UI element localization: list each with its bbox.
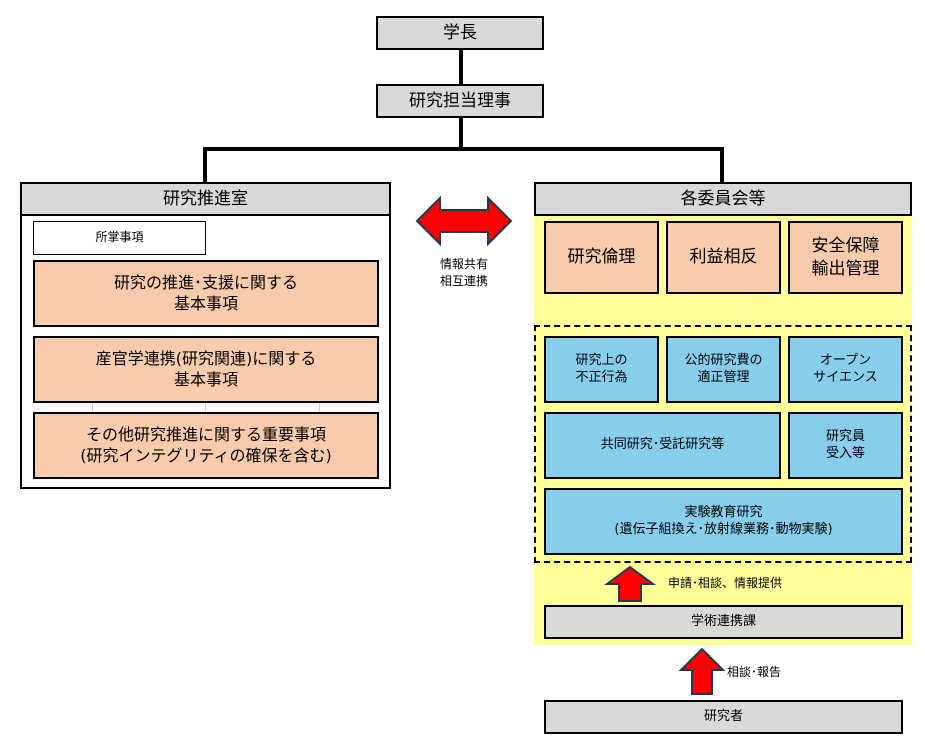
duty-item: 産官学連携(研究関連)に関する 基本事項	[33, 336, 379, 403]
exchange-label: 情報共有 相互連携	[439, 257, 488, 288]
up-arrow-shape	[678, 647, 726, 695]
area-box-joint-research: 共同研究･受託研究等	[544, 412, 781, 479]
duty-item: 研究の推進･支援に関する 基本事項	[33, 260, 379, 327]
connector-line	[459, 118, 463, 151]
connector-line-right	[720, 147, 724, 183]
up-arrow-icon	[603, 565, 657, 602]
duty-item-text: その他研究推進に関する重要事項 (研究インテグリティの確保を含む)	[80, 424, 332, 465]
area-label: 研究上の 不正行為	[575, 352, 628, 385]
president-box: 学長	[376, 16, 544, 50]
grid-line	[92, 401, 93, 413]
committee-box-export-control: 安全保障 輸出管理	[788, 221, 903, 294]
area-label: 共同研究･受託研究等	[600, 437, 725, 453]
grid-line	[319, 401, 320, 413]
academic-collaboration-dept-box: 学術連携課	[544, 605, 903, 639]
area-label: 研究員 受入等	[825, 428, 865, 461]
academic-dept-label: 学術連携課	[690, 613, 756, 629]
double-arrow-shape	[415, 195, 513, 247]
area-box-experiments: 実験教育研究 (遺伝子組換え･放射線業務･動物実験)	[544, 488, 903, 555]
area-box-researcher-acceptance: 研究員 受入等	[788, 412, 903, 479]
committee-box-ethics: 研究倫理	[544, 221, 659, 294]
duties-label: 所掌事項	[95, 230, 144, 245]
research-director-label: 研究担当理事	[409, 90, 511, 111]
up-arrow-shape	[603, 565, 657, 602]
area-label: 公的研究費の 適正管理	[684, 352, 763, 385]
researcher-box: 研究者	[544, 700, 903, 734]
research-areas-group	[534, 325, 912, 563]
committees-header: 各委員会等	[534, 182, 912, 216]
duty-item-text: 研究の推進･支援に関する 基本事項	[113, 272, 298, 313]
area-box-misconduct: 研究上の 不正行為	[544, 336, 659, 403]
duties-label-box: 所掌事項	[33, 221, 206, 255]
committees-title: 各委員会等	[680, 188, 766, 209]
duty-item-text: 産官学連携(研究関連)に関する 基本事項	[95, 348, 317, 389]
researcher-label: 研究者	[703, 708, 743, 724]
area-box-public-funds: 公的研究費の 適正管理	[666, 336, 781, 403]
research-promotion-header: 研究推進室	[20, 182, 391, 216]
research-promotion-title: 研究推進室	[163, 188, 248, 209]
president-label: 学長	[443, 22, 477, 43]
committee-label: 研究倫理	[567, 247, 636, 268]
grid-line	[205, 401, 206, 413]
area-label: 実験教育研究 (遺伝子組換え･放射線業務･動物実験)	[614, 504, 833, 537]
committee-label: 安全保障 輸出管理	[811, 236, 880, 279]
connector-line	[203, 147, 724, 151]
flow-label-consult: 相談･報告	[727, 665, 782, 679]
committee-box-coi: 利益相反	[666, 221, 781, 294]
flow-label-application: 申請･相談、情報提供	[668, 576, 783, 590]
up-arrow-icon	[678, 647, 726, 695]
area-box-open-science: オープン サイエンス	[788, 336, 903, 403]
double-arrow-icon	[415, 195, 513, 247]
area-label: オープン サイエンス	[813, 352, 878, 385]
connector-line	[459, 50, 463, 84]
research-director-box: 研究担当理事	[376, 84, 544, 118]
duty-item: その他研究推進に関する重要事項 (研究インテグリティの確保を含む)	[33, 412, 379, 479]
committee-label: 利益相反	[689, 247, 758, 268]
connector-line-left	[203, 147, 207, 183]
